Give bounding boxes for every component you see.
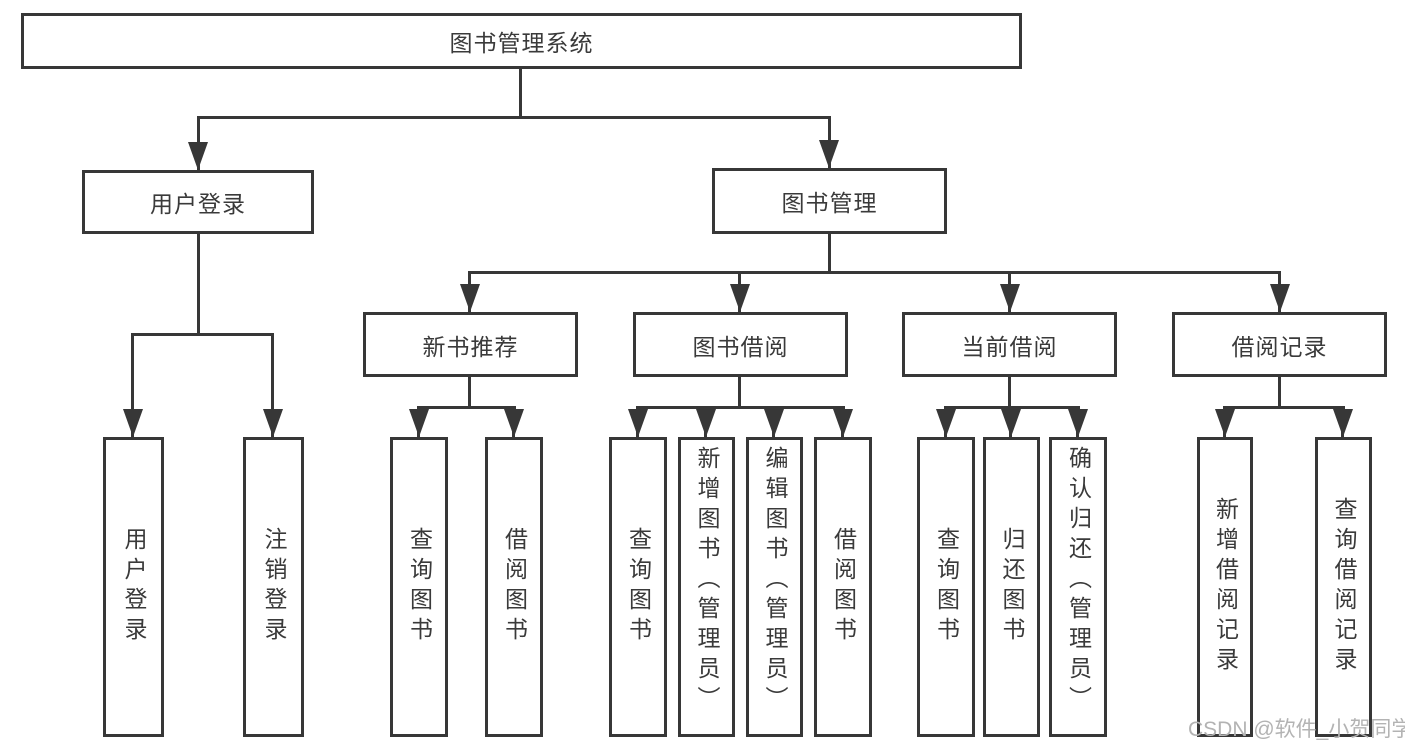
node-root: 图书管理系统 bbox=[21, 13, 1022, 69]
connector-root-stem bbox=[519, 68, 522, 119]
leaf-borrow-query-label: 查询图书 bbox=[625, 527, 652, 647]
node-new-books-label: 新书推荐 bbox=[422, 333, 519, 360]
connector-drop-leaf-user-login bbox=[131, 333, 134, 437]
leaf-logout-label: 注销登录 bbox=[261, 527, 287, 647]
leaf-borrow-query: 查询图书 bbox=[609, 437, 667, 737]
node-book-borrow-label: 图书借阅 bbox=[692, 333, 789, 360]
leaf-borrow-edit-label: 编辑图书（管理员） bbox=[762, 446, 788, 716]
connector-borrow-records-stem bbox=[1278, 377, 1281, 408]
connector-book-mgmt-branch bbox=[468, 271, 1281, 274]
leaf-current-query: 查询图书 bbox=[917, 437, 975, 737]
connector-current-borrow-stem bbox=[1008, 377, 1011, 408]
leaf-borrow-borrow-label: 借阅图书 bbox=[830, 527, 857, 647]
node-current-borrow-label: 当前借阅 bbox=[961, 333, 1058, 360]
leaf-newbooks-query: 查询图书 bbox=[390, 437, 448, 737]
node-borrow-records-label: 借阅记录 bbox=[1231, 333, 1328, 360]
node-book-borrow: 图书借阅 bbox=[633, 312, 848, 377]
node-new-books: 新书推荐 bbox=[363, 312, 578, 377]
arrowhead-leaf-user-login bbox=[123, 409, 143, 437]
arrowhead-cb-confirm bbox=[1068, 409, 1088, 437]
node-current-borrow: 当前借阅 bbox=[902, 312, 1117, 377]
arrowhead-borrow-records bbox=[1270, 284, 1290, 312]
node-borrow-records: 借阅记录 bbox=[1172, 312, 1387, 377]
arrowhead-nb-borrow bbox=[504, 409, 524, 437]
connector-book-borrow-branch bbox=[636, 406, 845, 409]
connector-new-books-stem bbox=[468, 377, 471, 408]
arrowhead-nb-query bbox=[409, 409, 429, 437]
node-root-label: 图书管理系统 bbox=[449, 30, 594, 56]
leaf-newbooks-borrow: 借阅图书 bbox=[485, 437, 543, 737]
leaf-records-add: 新增借阅记录 bbox=[1197, 437, 1253, 737]
arrowhead-cb-query bbox=[936, 409, 956, 437]
connector-new-books-branch bbox=[417, 406, 516, 409]
node-user-login-label: 用户登录 bbox=[150, 191, 246, 217]
connector-book-mgmt-stem bbox=[828, 232, 831, 274]
leaf-records-add-label: 新增借阅记录 bbox=[1212, 497, 1239, 677]
node-book-mgmt: 图书管理 bbox=[712, 168, 947, 234]
node-user-login: 用户登录 bbox=[82, 170, 314, 234]
connector-drop-leaf-logout bbox=[271, 333, 274, 437]
arrowhead-user-login bbox=[188, 142, 208, 170]
arrowhead-bb-query bbox=[628, 409, 648, 437]
arrowhead-bb-edit bbox=[764, 409, 784, 437]
leaf-borrow-edit: 编辑图书（管理员） bbox=[746, 437, 803, 737]
connector-user-login-branch bbox=[131, 333, 274, 336]
leaf-current-confirm: 确认归还（管理员） bbox=[1049, 437, 1107, 737]
connector-current-borrow-branch bbox=[944, 406, 1080, 409]
connector-user-login-stem bbox=[197, 234, 200, 336]
node-book-mgmt-label: 图书管理 bbox=[781, 190, 878, 216]
arrowhead-bb-add bbox=[696, 409, 716, 437]
leaf-newbooks-query-label: 查询图书 bbox=[406, 527, 433, 647]
arrowhead-br-query bbox=[1333, 409, 1353, 437]
arrowhead-bb-borrow bbox=[833, 409, 853, 437]
arrowhead-current-borrow bbox=[1000, 284, 1020, 312]
arrowhead-cb-return bbox=[1001, 409, 1021, 437]
arrowhead-book-borrow bbox=[730, 284, 750, 312]
leaf-borrow-add: 新增图书（管理员） bbox=[678, 437, 735, 737]
connector-root-branch bbox=[197, 116, 831, 119]
connector-borrow-records-branch bbox=[1223, 406, 1345, 409]
leaf-newbooks-borrow-label: 借阅图书 bbox=[501, 527, 528, 647]
csdn-watermark: CSDN @软件_小贺同学 bbox=[1188, 718, 1405, 741]
leaf-current-return: 归还图书 bbox=[983, 437, 1040, 737]
leaf-records-query: 查询借阅记录 bbox=[1315, 437, 1372, 737]
arrowhead-book-mgmt bbox=[819, 140, 839, 168]
arrowhead-leaf-logout bbox=[263, 409, 283, 437]
leaf-borrow-borrow: 借阅图书 bbox=[814, 437, 872, 737]
leaf-borrow-add-label: 新增图书（管理员） bbox=[694, 446, 720, 716]
leaf-records-query-label: 查询借阅记录 bbox=[1331, 497, 1357, 677]
leaf-user-login: 用户登录 bbox=[103, 437, 164, 737]
arrowhead-br-add bbox=[1215, 409, 1235, 437]
leaf-user-login-label: 用户登录 bbox=[121, 527, 147, 647]
leaf-logout: 注销登录 bbox=[243, 437, 304, 737]
arrowhead-new-books bbox=[460, 284, 480, 312]
leaf-current-confirm-label: 确认归还（管理员） bbox=[1065, 446, 1092, 716]
leaf-current-return-label: 归还图书 bbox=[999, 527, 1025, 647]
leaf-current-query-label: 查询图书 bbox=[933, 527, 960, 647]
connector-book-borrow-stem bbox=[738, 377, 741, 408]
